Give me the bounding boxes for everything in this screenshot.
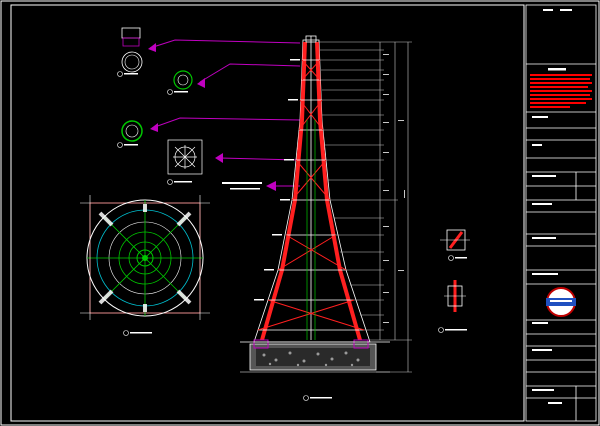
dimension-ticks — [383, 54, 405, 323]
leader-arrows — [149, 39, 301, 187]
tower-elevation — [253, 35, 371, 343]
level-markers — [254, 59, 300, 301]
section-label-bar-2 — [230, 188, 260, 190]
title-block — [525, 4, 597, 422]
detail-view-4-label — [167, 179, 192, 185]
tower-foundation — [240, 339, 390, 373]
detail-view-4 — [167, 139, 203, 175]
plan-view-label — [123, 330, 152, 336]
design-notes-block — [530, 74, 592, 108]
inner-frame — [10, 4, 525, 422]
leader-arrowheads — [148, 43, 276, 191]
company-logo-icon — [546, 287, 576, 317]
vertical-dimension-lines — [318, 41, 412, 373]
detail-view-2 — [167, 70, 193, 95]
title-block-glyphs — [532, 9, 572, 404]
detail-view-1 — [117, 27, 143, 77]
foundation-plan-view — [80, 195, 210, 320]
detail-view-3 — [117, 120, 143, 148]
bracket-detail-a — [440, 229, 470, 261]
bracket-detail-b — [438, 280, 467, 333]
section-label-bar — [222, 182, 262, 184]
elevation-label — [303, 395, 332, 401]
